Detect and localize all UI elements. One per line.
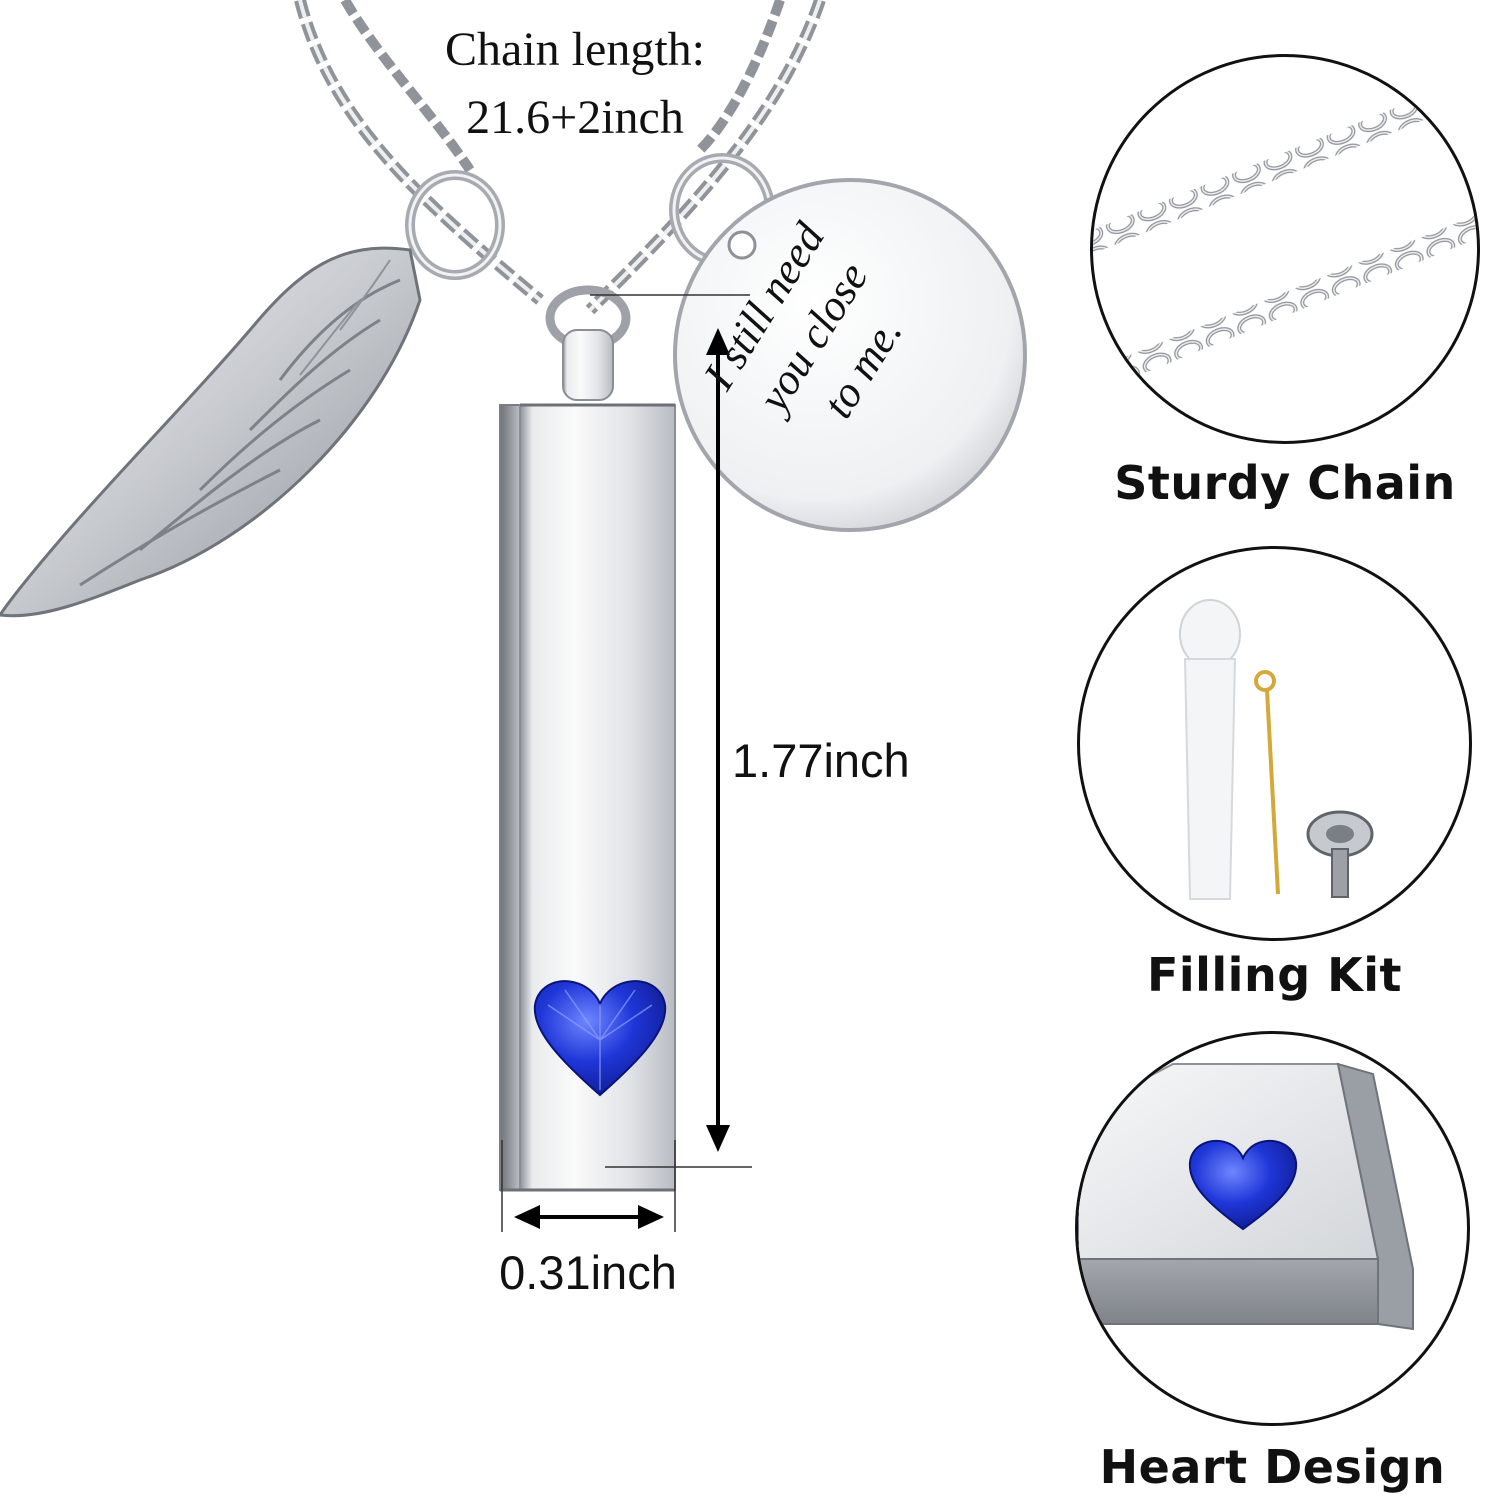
sturdy-chain-label: Sturdy Chain — [1114, 456, 1456, 510]
angel-wing-charm — [0, 246, 422, 618]
gold-pin — [1254, 670, 1280, 895]
sturdy-chain-circle — [1090, 54, 1480, 444]
spoon — [1179, 599, 1241, 900]
heart-gem-icon — [1078, 1062, 1414, 1331]
chain-length-value: 21.6+2inch — [466, 91, 684, 144]
filling-kit-circle — [1077, 546, 1472, 941]
chain-icon — [1093, 61, 1477, 394]
heart-design-label: Heart Design — [1099, 1440, 1446, 1494]
pendant-bail — [545, 285, 631, 401]
height-label: 1.77inch — [732, 734, 910, 787]
engraved-disc-charm — [673, 178, 1027, 532]
height-dimension-line — [590, 294, 752, 1168]
heart-gemstone — [533, 980, 667, 1097]
product-illustration — [0, 0, 1027, 1232]
width-dimension-line — [501, 1140, 676, 1232]
filling-kit-icon — [1179, 599, 1374, 900]
filling-kit-label: Filling Kit — [1146, 948, 1403, 1002]
heart-design-circle — [1075, 1031, 1470, 1426]
chain-length-label: Chain length: — [405, 22, 745, 77]
width-label: 0.31inch — [499, 1246, 677, 1299]
funnel — [1306, 810, 1374, 898]
bar-pendant — [499, 403, 676, 1192]
